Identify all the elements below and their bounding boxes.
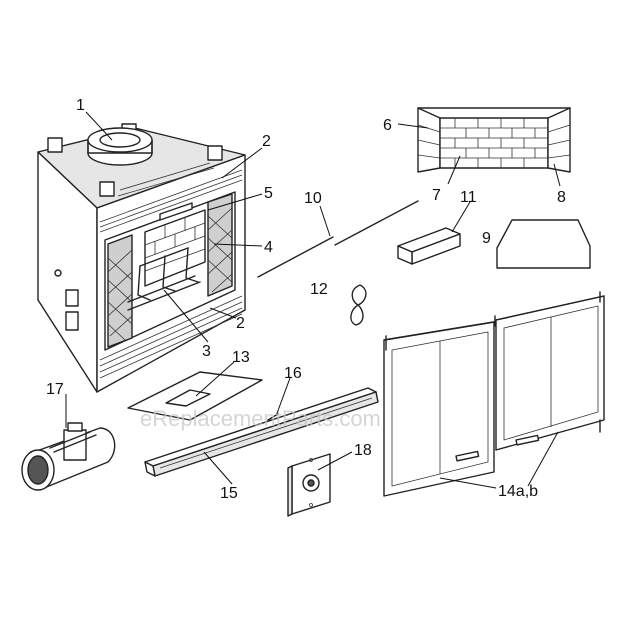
callout-5: 5 xyxy=(264,185,273,202)
hearth-panel xyxy=(496,219,591,269)
watermark: eReplacementParts.com xyxy=(140,406,381,431)
callout-16: 16 xyxy=(284,365,302,382)
callout-3: 3 xyxy=(202,343,211,360)
callout-10: 10 xyxy=(304,190,322,207)
callout-7: 7 xyxy=(432,187,441,204)
callout-12: 12 xyxy=(310,281,328,298)
angle-bracket xyxy=(397,227,461,265)
control-switch-plate xyxy=(287,453,331,517)
template-sheet xyxy=(127,371,263,421)
refractory-brick-set xyxy=(417,107,571,173)
callout-14ab: 14a,b xyxy=(498,483,538,500)
callouts: 1 2 5 4 2 3 6 7 8 9 10 11 12 13 16 17 18… xyxy=(46,97,566,502)
callout-13: 13 xyxy=(232,349,250,366)
spring-clip xyxy=(350,284,367,326)
lower-louvers xyxy=(99,295,243,379)
control-rod xyxy=(257,200,419,278)
flue-collar xyxy=(87,127,153,166)
upper-louvers xyxy=(99,169,243,233)
callout-1: 1 xyxy=(76,97,85,114)
callout-17: 17 xyxy=(46,381,64,398)
callout-15: 15 xyxy=(220,485,238,502)
refractory-hatch xyxy=(107,207,233,341)
inner-brick-lines xyxy=(144,218,206,272)
firebox-unit xyxy=(37,123,246,393)
callout-2a: 2 xyxy=(262,133,271,150)
callout-2b: 2 xyxy=(236,315,245,332)
glass-door-set xyxy=(383,291,605,497)
callout-11: 11 xyxy=(460,189,477,206)
callout-4: 4 xyxy=(264,239,273,256)
callout-8: 8 xyxy=(557,189,566,206)
leader-lines xyxy=(65,111,561,489)
blower-assembly xyxy=(21,422,116,491)
callout-18: 18 xyxy=(354,442,372,459)
callout-9: 9 xyxy=(482,230,491,247)
fireplace-grate xyxy=(127,247,201,311)
callout-6: 6 xyxy=(383,117,392,134)
brick-course-lines xyxy=(417,118,571,168)
